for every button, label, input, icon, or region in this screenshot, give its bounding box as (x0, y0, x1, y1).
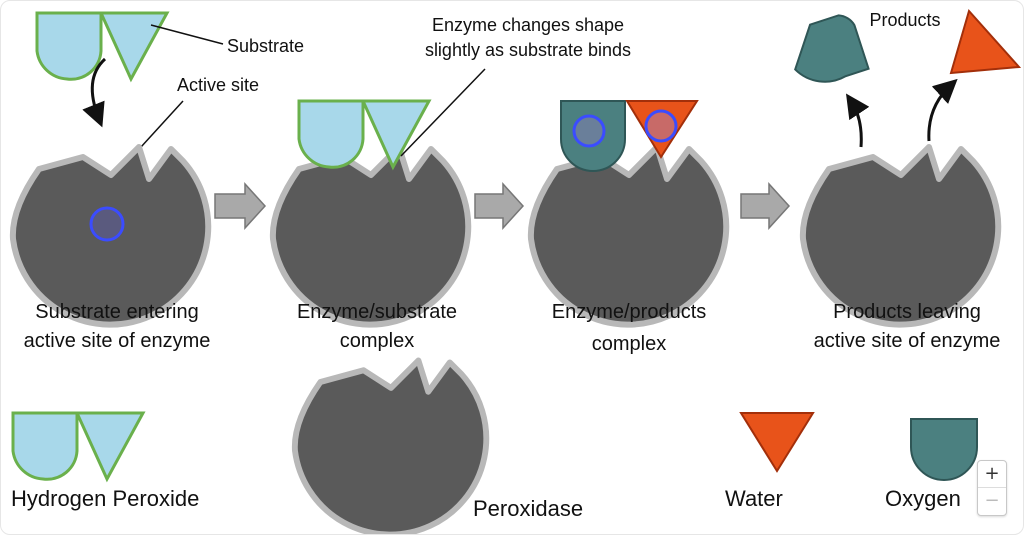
step4-caption-1: Products leaving (833, 301, 981, 323)
step2-enzyme (273, 147, 468, 325)
highlight-ring (89, 206, 125, 242)
step1-caption-2: active site of enzyme (24, 330, 211, 352)
step3-enzyme (531, 147, 726, 325)
leaving-arrow-1 (846, 93, 870, 148)
products-label: Products (869, 10, 940, 30)
leaving-arrow-2 (927, 78, 958, 142)
legend-peroxidase-label: Peroxidase (473, 496, 583, 521)
step1-caption-1: Substrate entering (35, 301, 198, 323)
product-oxygen (794, 14, 870, 83)
step2-caption-1: Enzyme/substrate (297, 301, 457, 323)
step1-h2o2 (35, 11, 169, 81)
zoom-control: + − (977, 460, 1007, 516)
active-site-label: Active site (177, 75, 259, 95)
legend-oxygen-icon (910, 418, 978, 481)
zoom-in-button[interactable]: + (984, 463, 1000, 484)
product-water (949, 8, 1022, 75)
highlight-ring (644, 109, 678, 143)
step2-caption-2: complex (340, 330, 414, 352)
enzyme-changes-label-1: Enzyme changes shape (432, 15, 624, 35)
highlight-ring (572, 114, 606, 148)
step4-caption-2: active site of enzyme (814, 330, 1001, 352)
step2-h2o2 (297, 99, 431, 169)
substrate-pointer (150, 24, 224, 45)
step-arrow-3 (740, 182, 791, 230)
zoom-divider (978, 487, 1006, 488)
entering-arrow (82, 57, 107, 128)
legend-h2o2-label: Hydrogen Peroxide (11, 486, 199, 511)
legend-water-icon (739, 412, 815, 473)
legend-water-label: Water (725, 486, 783, 511)
legend-h2o2-icon (11, 411, 145, 481)
legend-oxygen-label: Oxygen (885, 486, 961, 511)
step-arrow-2 (474, 182, 525, 230)
step3-caption-1: Enzyme/products (552, 301, 707, 323)
legend-peroxidase-icon (295, 360, 486, 534)
step-arrow-1 (214, 182, 267, 230)
step3-caption-2: complex (592, 333, 666, 355)
enzyme-changes-label-2: slightly as substrate binds (425, 40, 631, 60)
active-site-pointer (140, 100, 184, 148)
zoom-out-button[interactable]: − (984, 490, 1000, 511)
substrate-label: Substrate (227, 36, 304, 56)
step4-enzyme (803, 147, 998, 325)
enzyme-changes-pointer (400, 68, 486, 157)
